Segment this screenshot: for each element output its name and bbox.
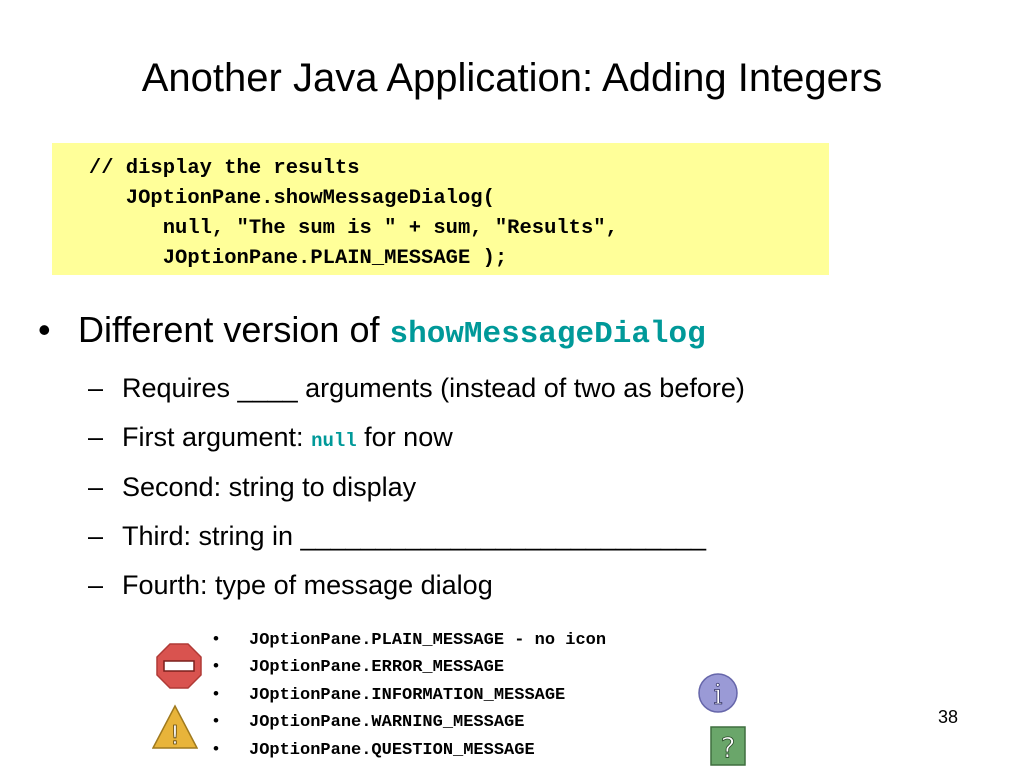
warning-glyph: ! [170,721,180,750]
sub-bullet-code: null [311,430,357,452]
sub-bullet-third: –Third: string in ______________________… [88,518,706,554]
sub-bullet-text: Fourth: type of message dialog [122,570,493,600]
bullet-marker: • [213,739,219,758]
bullet-marker: • [213,629,219,648]
sub-bullet-text: Third: string in _______________________… [122,521,706,551]
bullet-marker: • [213,684,219,703]
question-glyph: ? [721,731,736,764]
code-line: JOptionPane.PLAIN_MESSAGE ); [52,247,508,270]
warning-icon: ! [152,704,198,750]
sub-bullet-fourth: –Fourth: type of message dialog [88,567,493,603]
sub-bullet-first-argument: –First argument: null for now [88,419,453,459]
dash-marker: – [88,472,104,502]
main-bullet-text: Different version of [78,309,390,350]
message-type-text: JOptionPane.ERROR_MESSAGE [249,658,505,677]
page-number: 38 [938,707,959,727]
message-type-text: JOptionPane.PLAIN_MESSAGE - no icon [249,631,607,650]
message-type-text: JOptionPane.WARNING_MESSAGE [249,713,525,732]
bullet-marker: • [38,309,51,350]
dash-marker: – [88,373,104,403]
list-item: • JOptionPane.INFORMATION_MESSAGE [213,680,565,709]
code-line: JOptionPane.showMessageDialog( [52,187,495,210]
list-item: • JOptionPane.ERROR_MESSAGE [213,652,504,681]
bullet-marker: • [213,711,219,730]
sub-bullet-text: for now [356,422,453,452]
dash-marker: – [88,422,104,452]
sub-bullet-text: Second: string to display [122,472,417,502]
list-item: • JOptionPane.PLAIN_MESSAGE - no icon [213,625,606,654]
dash-marker: – [88,570,104,600]
code-line: null, "The sum is " + sum, "Results", [52,217,618,240]
code-line: // display the results [52,157,360,180]
information-icon: i [698,673,738,713]
slide-title: Another Java Application: Adding Integer… [141,56,883,100]
main-bullet-code: showMessageDialog [389,317,706,352]
question-icon: ? [710,726,746,766]
list-item: • JOptionPane.QUESTION_MESSAGE [213,735,535,764]
message-type-text: JOptionPane.QUESTION_MESSAGE [249,741,535,760]
sub-bullet-text: Requires ____ arguments (instead of two … [122,373,745,403]
code-block: // display the results JOptionPane.showM… [52,143,829,275]
bullet-marker: • [213,656,219,675]
error-icon [156,643,202,689]
main-bullet: • Different version of showMessageDialog [38,308,706,357]
message-type-text: JOptionPane.INFORMATION_MESSAGE [249,686,566,705]
list-item: • JOptionPane.WARNING_MESSAGE [213,707,524,736]
sub-bullet-requires: –Requires ____ arguments (instead of two… [88,370,745,406]
sub-bullet-second: –Second: string to display [88,469,416,505]
sub-bullet-text: First argument: [122,422,312,452]
information-glyph: i [714,678,723,711]
dash-marker: – [88,521,104,551]
